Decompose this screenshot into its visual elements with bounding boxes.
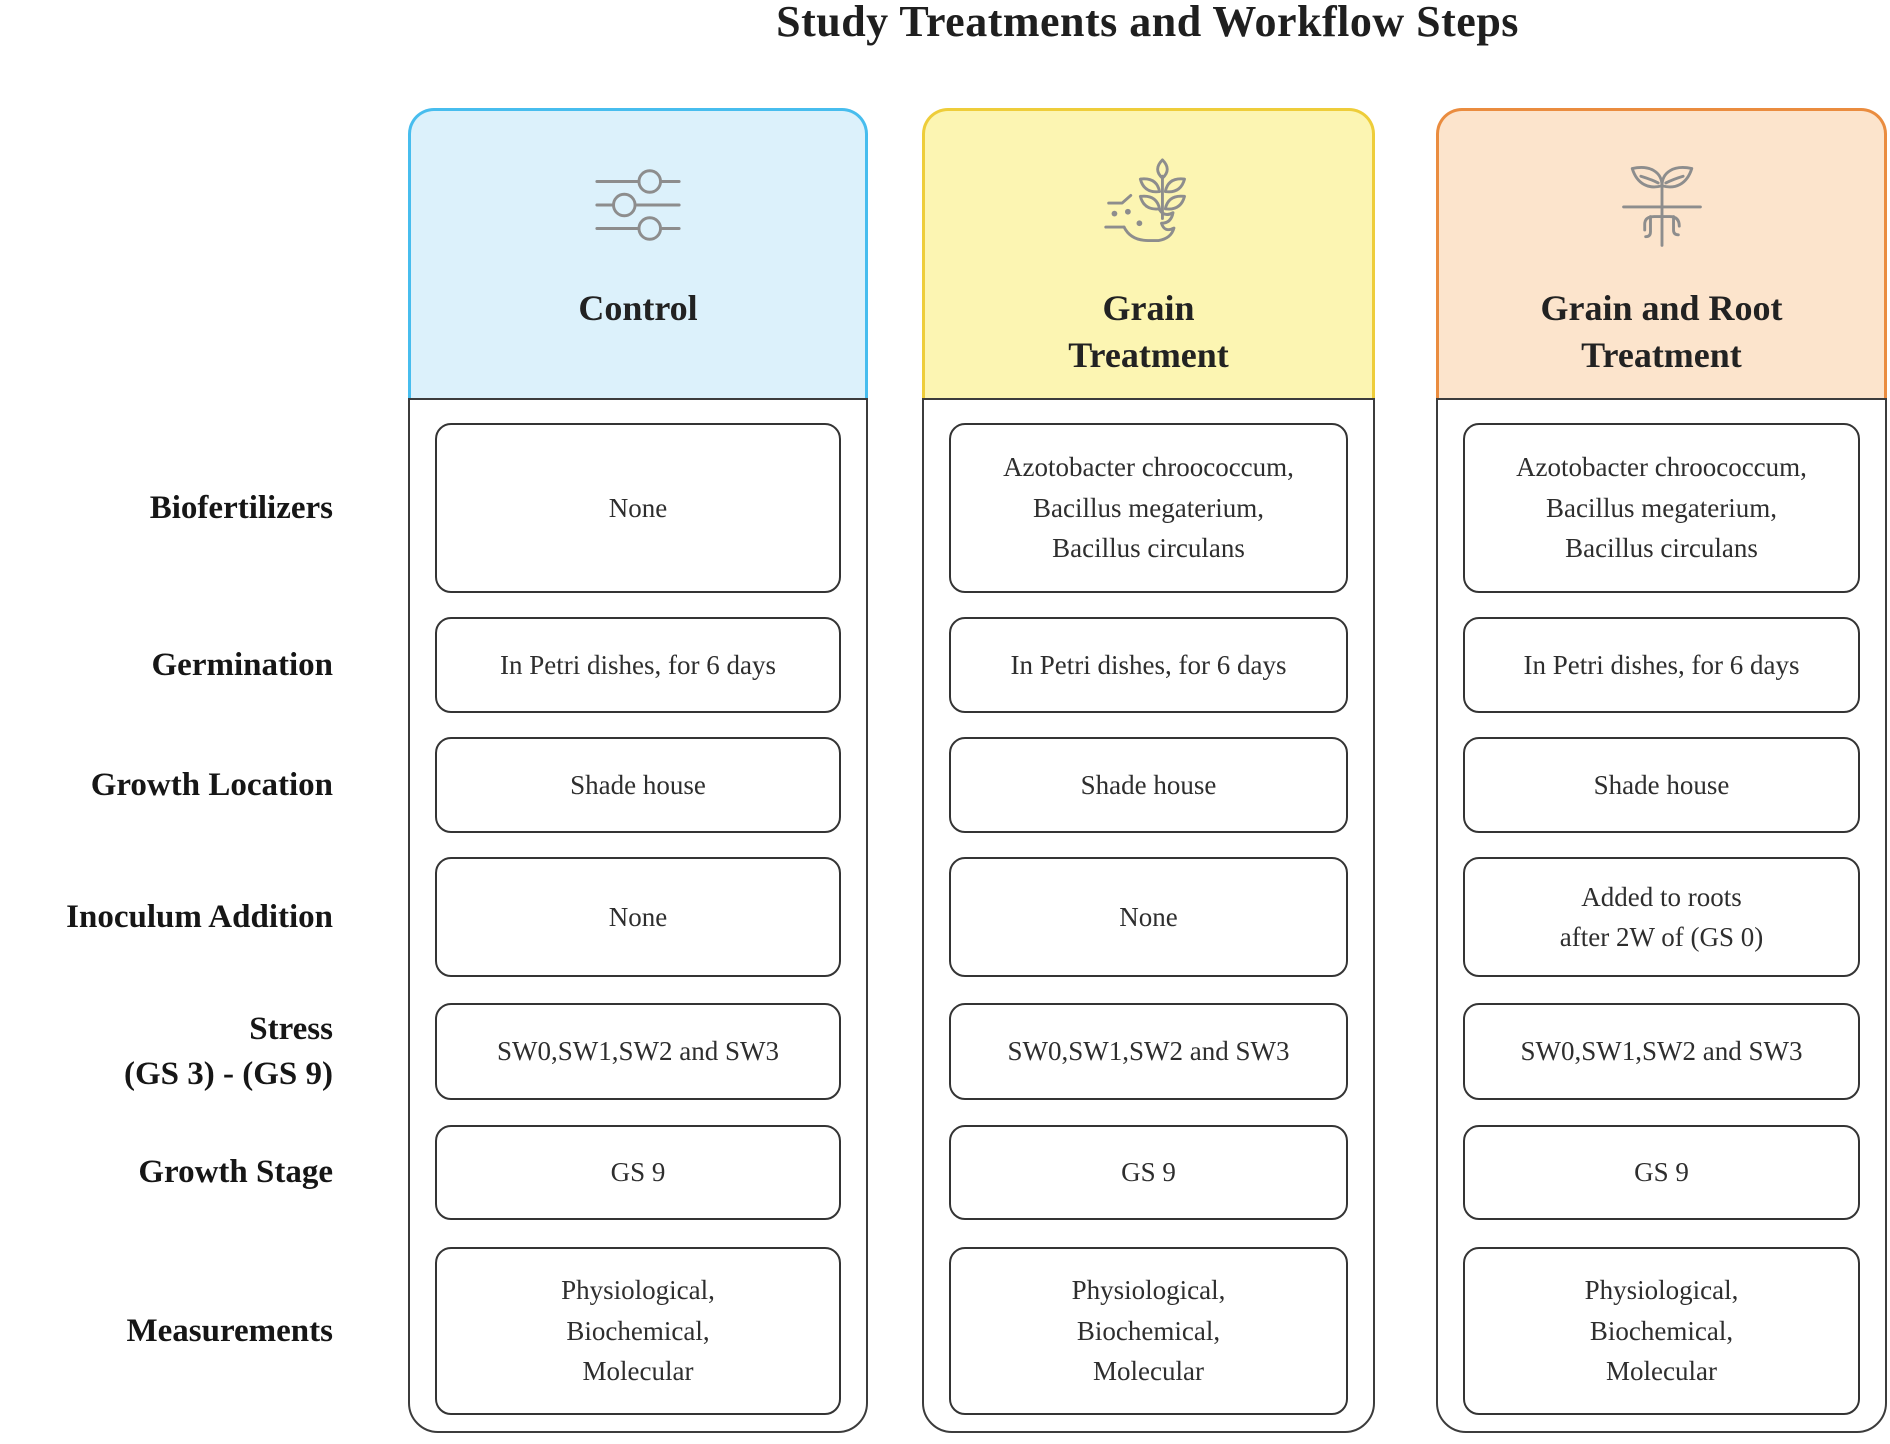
row-label-growth-stage: Growth Stage — [138, 1154, 333, 1191]
cell-growth-location: Shade house — [949, 737, 1348, 833]
column-header-grain-treatment: Grain Treatment — [922, 108, 1375, 398]
cell-inoculum-addition: None — [435, 857, 841, 977]
cell-stress: SW0,SW1,SW2 and SW3 — [949, 1003, 1348, 1100]
cell-germination: In Petri dishes, for 6 days — [435, 617, 841, 713]
cell-measurements: Physiological, Biochemical, Molecular — [949, 1247, 1348, 1415]
column-header-grain-root-treatment: Grain and Root Treatment — [1436, 108, 1887, 398]
grain-sowing-icon — [1101, 155, 1197, 255]
row-label-inoculum-addition: Inoculum Addition — [66, 898, 333, 935]
column-title: Grain Treatment — [1068, 288, 1229, 375]
cell-growth-stage: GS 9 — [949, 1125, 1348, 1220]
sliders-icon — [591, 155, 685, 255]
figure-title: Study Treatments and Workflow Steps — [776, 0, 1519, 46]
row-label-measurements: Measurements — [126, 1312, 333, 1349]
cell-measurements: Physiological, Biochemical, Molecular — [1463, 1247, 1860, 1415]
cell-inoculum-addition: None — [949, 857, 1348, 977]
row-label-germination: Germination — [151, 646, 333, 683]
cell-growth-stage: GS 9 — [1463, 1125, 1860, 1220]
column-title: Control — [578, 288, 698, 328]
cell-biofertilizers: None — [435, 423, 841, 593]
cell-inoculum-addition: Added to roots after 2W of (GS 0) — [1463, 857, 1860, 977]
seedling-roots-icon — [1614, 155, 1710, 255]
cell-growth-location: Shade house — [1463, 737, 1860, 833]
cell-stress: SW0,SW1,SW2 and SW3 — [1463, 1003, 1860, 1100]
cell-biofertilizers: Azotobacter chroococcum, Bacillus megate… — [1463, 423, 1860, 593]
cell-measurements: Physiological, Biochemical, Molecular — [435, 1247, 841, 1415]
cell-growth-stage: GS 9 — [435, 1125, 841, 1220]
column-title: Grain and Root Treatment — [1540, 288, 1783, 375]
column-control: Control None In Petri dishes, for 6 days… — [408, 0, 868, 1444]
column-header-control: Control — [408, 108, 868, 398]
cell-germination: In Petri dishes, for 6 days — [1463, 617, 1860, 713]
cell-growth-location: Shade house — [435, 737, 841, 833]
column-grain-treatment: Grain Treatment Azotobacter chroococcum,… — [922, 0, 1375, 1444]
cell-germination: In Petri dishes, for 6 days — [949, 617, 1348, 713]
column-grain-root-treatment: Grain and Root Treatment Azotobacter chr… — [1436, 0, 1887, 1444]
row-label-growth-location: Growth Location — [90, 766, 333, 803]
cell-stress: SW0,SW1,SW2 and SW3 — [435, 1003, 841, 1100]
cell-biofertilizers: Azotobacter chroococcum, Bacillus megate… — [949, 423, 1348, 593]
row-label-biofertilizers: Biofertilizers — [149, 489, 333, 526]
row-label-stress: Stress (GS 3) - (GS 9) — [124, 1010, 333, 1092]
